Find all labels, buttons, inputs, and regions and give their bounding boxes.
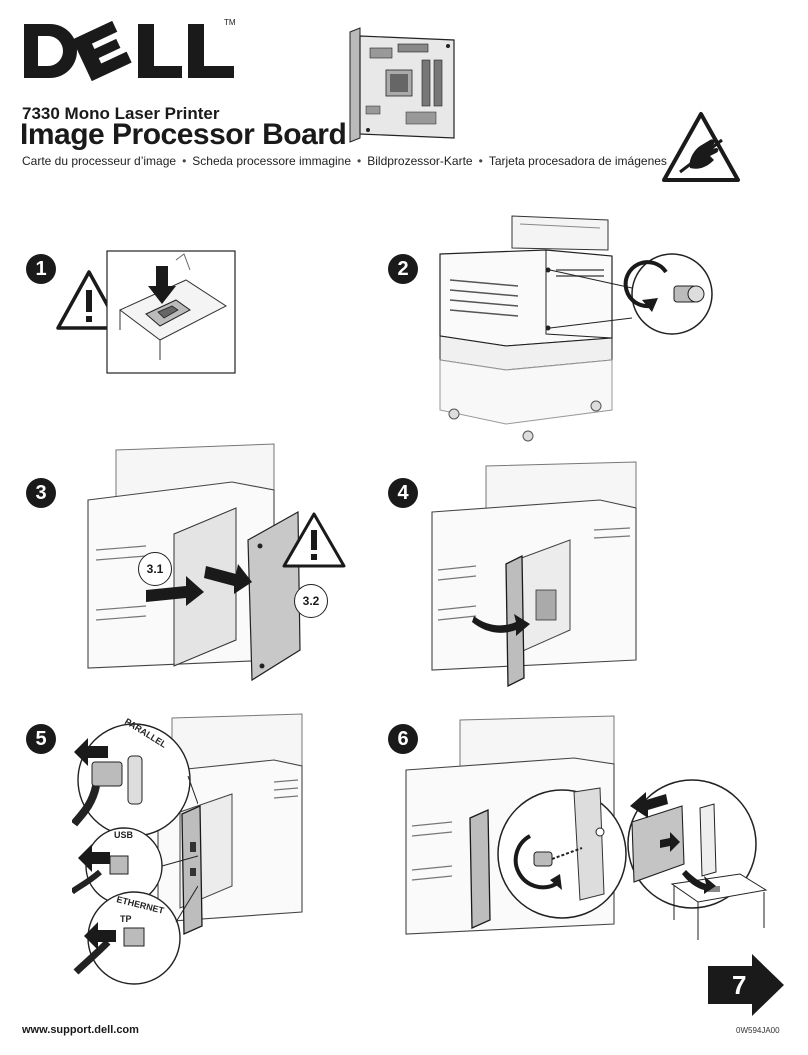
step-4-badge: 4 [388, 478, 418, 508]
step-6-badge: 6 [388, 724, 418, 754]
separator: • [182, 154, 187, 168]
step-2-badge: 2 [388, 254, 418, 284]
document-code: 0W594JA00 [736, 1026, 780, 1035]
printer-rear-screws-illustration [439, 215, 713, 442]
product-name: 7330 Mono Laser Printer [22, 104, 220, 123]
callout-3-2: 3.2 [294, 584, 328, 618]
usb-port-label: USB [114, 830, 134, 840]
printer-rear-ports-illustration [157, 713, 303, 935]
next-step-number: 7 [732, 970, 747, 1000]
step-1-badge: 1 [26, 254, 56, 284]
power-switch-illustration [106, 250, 236, 374]
translated-titles: Carte du processeur d’image • Scheda proce… [22, 154, 667, 168]
title-french: Carte du processeur d’image [22, 154, 177, 168]
esd-warning-icon [662, 112, 740, 182]
title-spanish: Tarjeta procesadora de imágenes [488, 154, 667, 168]
cable-disconnect-magnifiers [72, 723, 198, 985]
image-processor-board-illustration [349, 27, 455, 143]
separator: • [357, 154, 362, 168]
board-screw-and-bracket-illustration [405, 715, 768, 940]
separator: • [478, 154, 483, 168]
warning-triangle-icon [56, 270, 122, 330]
title-german: Bildprozessor-Karte [367, 154, 473, 168]
tp-port-label: TP [120, 914, 132, 924]
rear-cover-removal-illustration [87, 443, 346, 682]
trademark-mark: TM [224, 18, 236, 27]
support-url[interactable]: www.support.dell.com [22, 1024, 139, 1036]
page-title: Image Processor Board [20, 118, 347, 151]
next-step-arrow-icon[interactable] [706, 952, 786, 1018]
step-3-badge: 3 [26, 478, 56, 508]
board-removal-illustration [431, 461, 637, 688]
callout-3-1: 3.1 [138, 552, 172, 586]
step-5-badge: 5 [26, 724, 56, 754]
dell-logo [24, 20, 234, 82]
title-italian: Scheda processore immagine [192, 154, 352, 168]
